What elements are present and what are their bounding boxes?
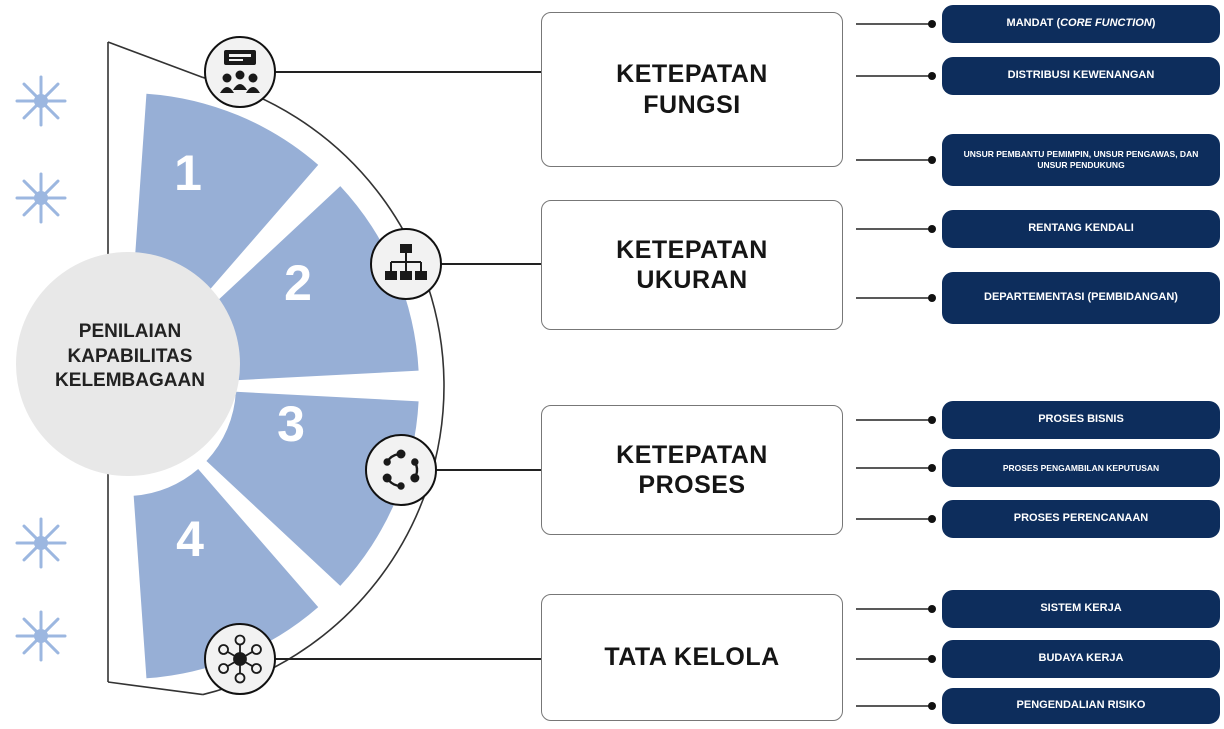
box-tata-kelola: TATA KELOLA	[541, 594, 843, 721]
segment-4	[133, 469, 319, 679]
pill-budaya-kerja: BUDAYA KERJA	[942, 640, 1220, 678]
snowflake-4	[15, 610, 67, 662]
segment-2	[206, 186, 419, 381]
pill-rentang-kendali: RENTANG KENDALI	[942, 210, 1220, 248]
connector-dot-2-2	[928, 294, 936, 302]
pill-sistem-kerja: SISTEM KERJA	[942, 590, 1220, 628]
pill-proses-bisnis: PROSES BISNIS	[942, 401, 1220, 439]
pill-proses-pengambilan-keputusan: PROSES PENGAMBILAN KEPUTUSAN	[942, 449, 1220, 487]
frame-bottom-edge	[107, 681, 204, 696]
outer-arc	[202, 76, 445, 696]
connector-dot-3-3	[928, 515, 936, 523]
pill-departementasi: DEPARTEMENTASI (PEMBIDANGAN)	[942, 272, 1220, 324]
pill-pengendalian-risiko: PENGENDALIAN RISIKO	[942, 688, 1220, 724]
pill-distribusi-kewenangan: DISTRIBUSI KEWENANGAN	[942, 57, 1220, 95]
center-circle	[16, 252, 240, 476]
segment-number-2: 2	[284, 255, 312, 311]
segment-1	[133, 93, 319, 303]
connector-dot-3-2	[928, 464, 936, 472]
cycle-process-icon-circle	[365, 434, 437, 506]
segment-number-4: 4	[176, 511, 204, 567]
center-title: PENILAIAN KAPABILITAS KELEMBAGAAN	[22, 320, 238, 394]
connector-dot-4-2	[928, 655, 936, 663]
connector-dot-4-1	[928, 605, 936, 613]
connector-dot-4-3	[928, 702, 936, 710]
connector-dot-1-3	[928, 156, 936, 164]
cycle-process-icon	[382, 449, 420, 490]
snowflake-2	[15, 172, 67, 224]
connector-dot-1-2	[928, 72, 936, 80]
snowflake-3	[15, 517, 67, 569]
connector-dot-3-1	[928, 416, 936, 424]
pill-proses-perencanaan: PROSES PERENCANAAN	[942, 500, 1220, 538]
frame-top-edge	[107, 41, 204, 79]
center-title-line-1: PENILAIAN	[78, 321, 182, 342]
network-hub-icon	[218, 634, 262, 684]
segment-number-3: 3	[277, 396, 305, 452]
segment-3	[206, 391, 419, 586]
org-chart-icon	[385, 244, 427, 280]
connector-dot-1-1	[928, 20, 936, 28]
pill-mandat: MANDAT (CORE FUNCTION)	[942, 5, 1220, 43]
meeting-presentation-icon	[220, 50, 260, 93]
center-title-line-2: KAPABILITAS	[67, 345, 193, 367]
snowflake-1	[15, 75, 67, 127]
pill-unsur-pembantu: UNSUR PEMBANTU PEMIMPIN, UNSUR PENGAWAS,…	[942, 134, 1220, 186]
center-title-line-3: KELEMBAGAAN	[55, 370, 205, 392]
connector-dot-2-1	[928, 225, 936, 233]
segment-number-1: 1	[174, 145, 202, 201]
